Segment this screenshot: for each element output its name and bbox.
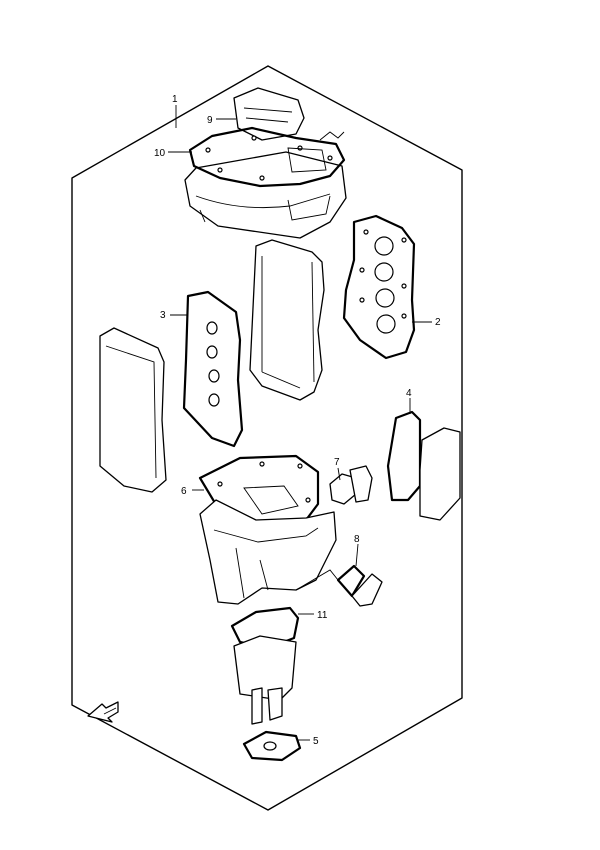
gasket-10 [188,126,346,188]
gasket-3 [182,290,244,448]
callout-7: 7 [334,457,340,468]
gasket-4 [386,410,422,502]
gasket-7 [329,465,373,505]
callout-5: 5 [313,736,319,747]
drive-shaft-housing [199,499,337,605]
gasket-5 [242,730,302,762]
gasket-10-bolt-holes [205,135,333,181]
crankcase-side-plate [99,327,167,493]
callout-3: 3 [160,310,166,321]
callout-9: 9 [207,115,213,126]
callout-2: 2 [435,317,441,328]
callout-1: 1 [172,94,178,105]
callout-labels: 1 2 3 4 5 6 7 8 9 10 11 [154,94,441,747]
callout-leaders [168,105,432,741]
callout-10: 10 [154,148,166,159]
gasket-2-cylinder-head [342,214,416,360]
callout-8: 8 [354,534,360,545]
cylinder-block [249,239,325,401]
assembly-boundary [71,65,463,811]
callout-11: 11 [317,610,328,621]
front-direction-arrow-icon [87,701,119,723]
cylinder-head-cover [184,151,347,239]
gasket-8 [336,564,383,607]
callout-6: 6 [181,486,187,497]
exhaust-cover-plate [419,427,461,521]
callout-4: 4 [406,388,412,399]
lower-extension [233,635,297,725]
